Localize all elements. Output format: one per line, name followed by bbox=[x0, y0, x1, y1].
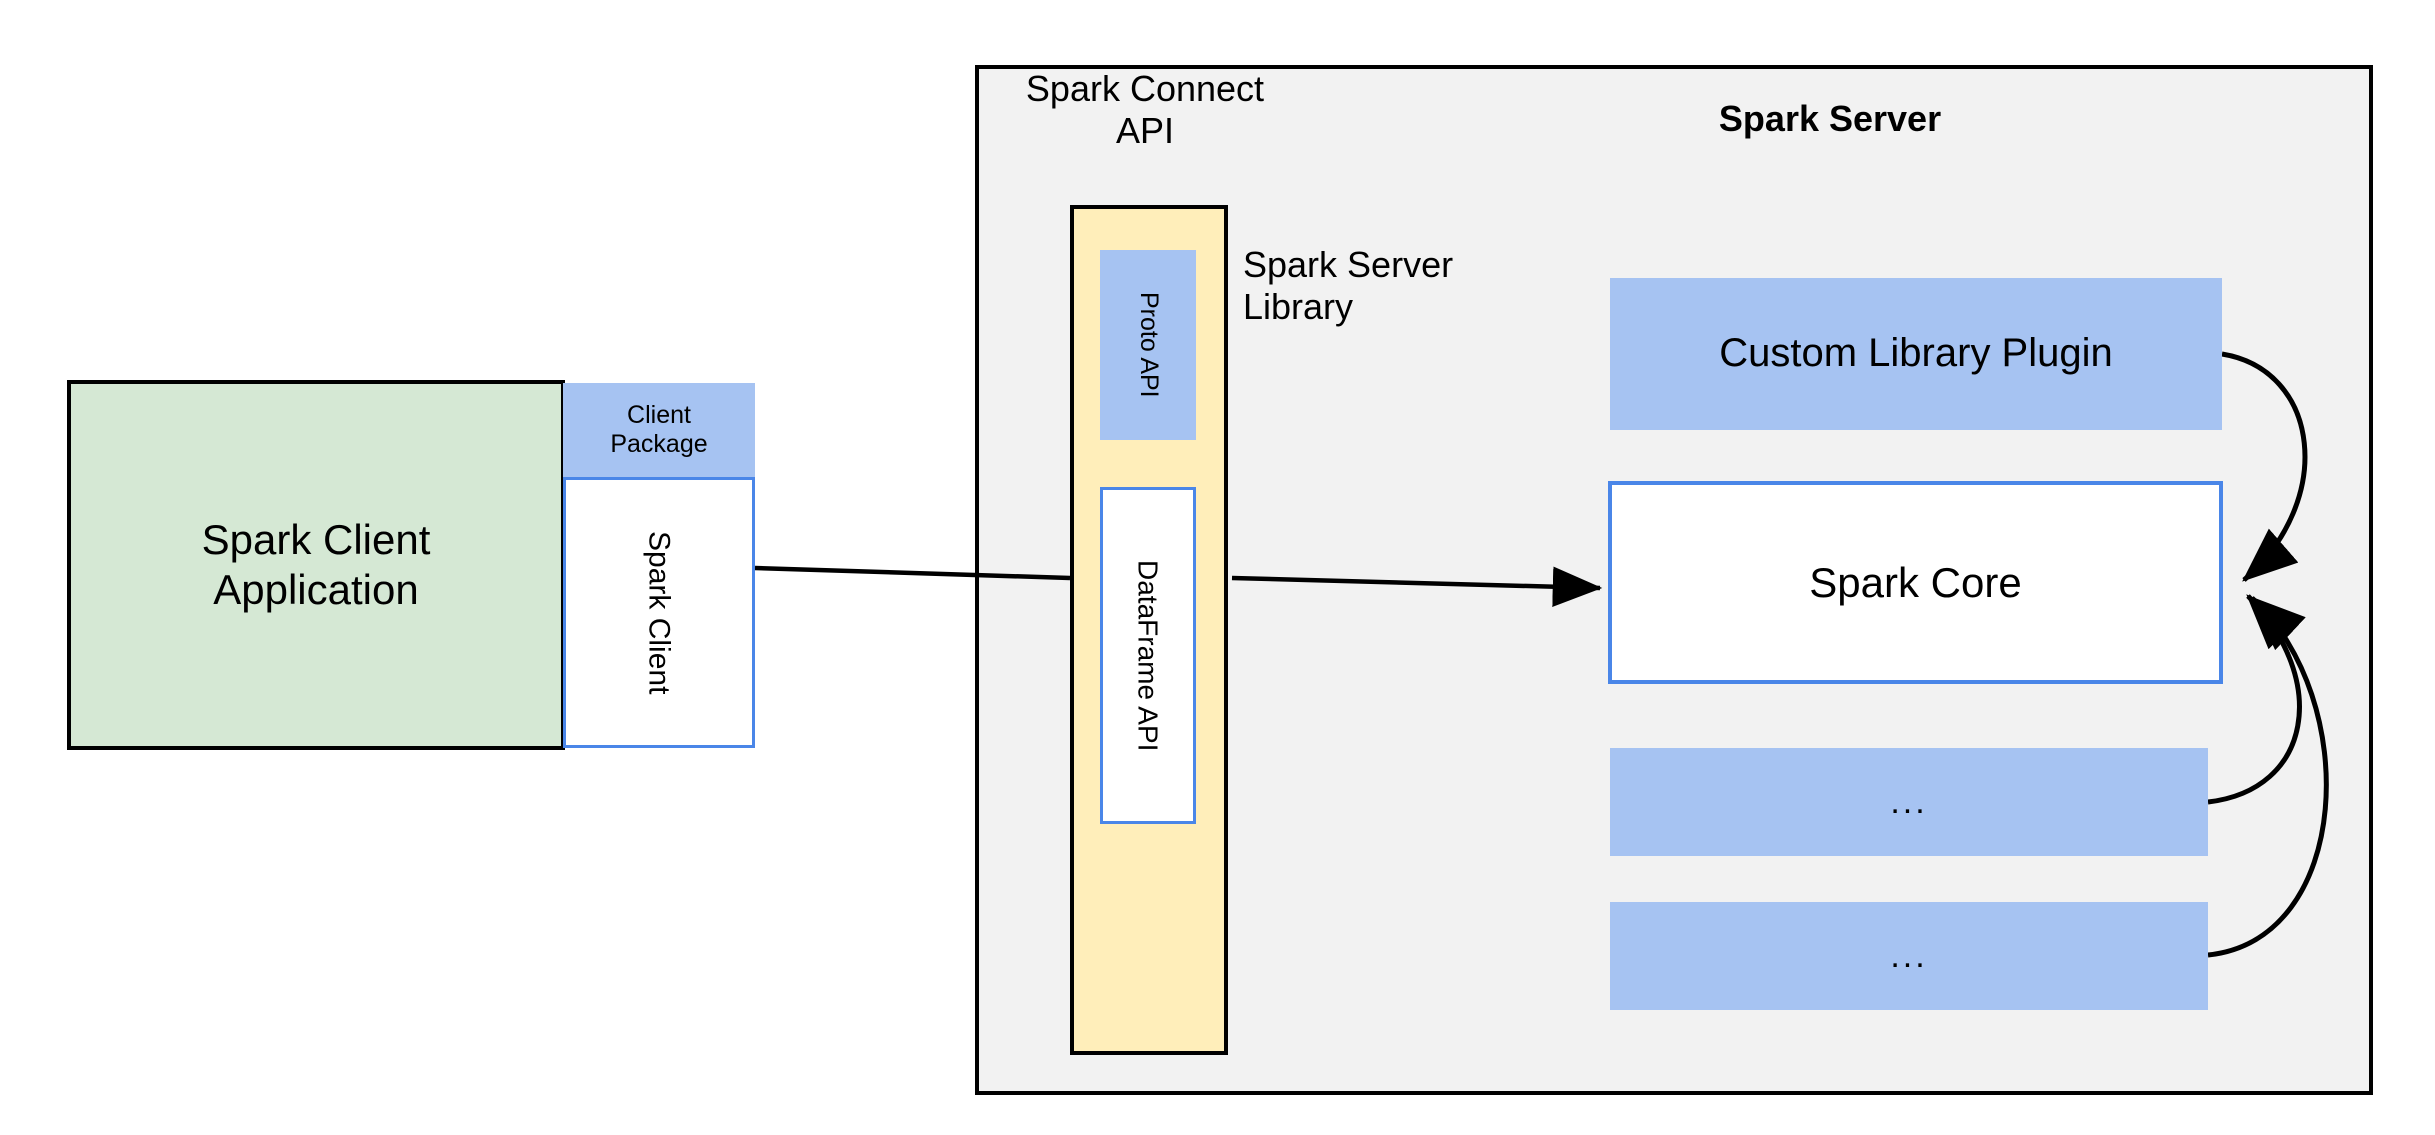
spark-connect-api-title-text: Spark Connect API bbox=[1025, 68, 1265, 152]
proto-api-label: Proto API bbox=[1134, 292, 1163, 398]
spark-client-box[interactable]: Spark Client bbox=[563, 477, 755, 748]
proto-api-box[interactable]: Proto API bbox=[1100, 250, 1196, 440]
spark-connect-api-title: Spark Connect API bbox=[1000, 68, 1290, 158]
spark-client-label: Spark Client bbox=[642, 530, 676, 695]
client-package-label: Client Package bbox=[610, 400, 708, 459]
placeholder-component-label-2: ... bbox=[1890, 936, 1928, 975]
custom-library-plugin-label: Custom Library Plugin bbox=[1719, 331, 2113, 376]
spark-connect-api-stack bbox=[1070, 205, 1228, 1055]
dataframe-api-label: DataFrame API bbox=[1132, 559, 1164, 752]
spark-core-box[interactable]: Spark Core bbox=[1608, 481, 2223, 684]
custom-library-plugin-box[interactable]: Custom Library Plugin bbox=[1610, 278, 2222, 430]
spark-server-library-title: Spark Server Library bbox=[1243, 244, 1533, 334]
dataframe-api-box[interactable]: DataFrame API bbox=[1100, 487, 1196, 824]
spark-core-label: Spark Core bbox=[1809, 558, 2022, 606]
spark-client-application-box[interactable]: Spark Client Application bbox=[67, 380, 565, 750]
client-package-box[interactable]: Client Package bbox=[563, 383, 755, 477]
placeholder-component-label-1: ... bbox=[1890, 782, 1928, 821]
placeholder-component-box-2[interactable]: ... bbox=[1610, 902, 2208, 1010]
spark-server-title: Spark Server bbox=[1665, 95, 1995, 143]
placeholder-component-box-1[interactable]: ... bbox=[1610, 748, 2208, 856]
spark-server-title-text: Spark Server bbox=[1718, 97, 1942, 139]
spark-client-application-label: Spark Client Application bbox=[201, 516, 431, 613]
spark-server-library-title-text: Spark Server Library bbox=[1243, 244, 1454, 328]
